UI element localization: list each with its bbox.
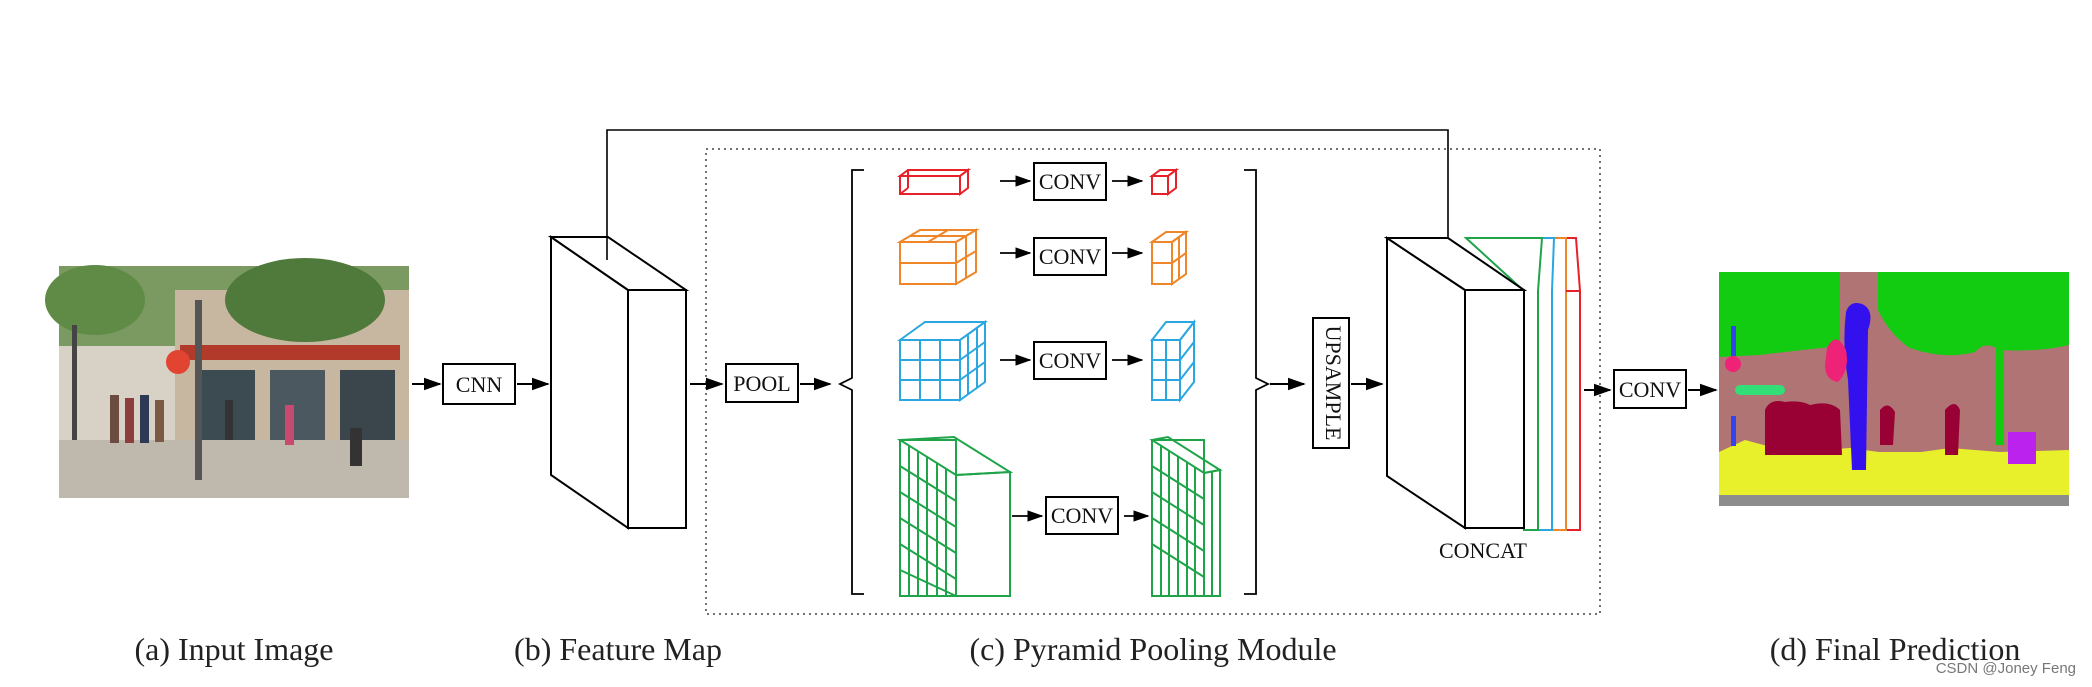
final-conv-box: CONV: [1613, 369, 1687, 409]
caption-input-image: (a) Input Image: [134, 631, 333, 667]
pool-label: POOL: [733, 371, 790, 396]
pooled-block-2x2: [896, 228, 980, 286]
reduced-block-2x2: [1148, 230, 1190, 286]
left-brace: [837, 169, 864, 595]
pooled-block-6x6: [896, 435, 1014, 597]
conv-label-1: CONV: [1039, 169, 1101, 194]
skip-connection: [606, 129, 1454, 260]
caption-final-prediction: (d) Final Prediction: [1770, 631, 2021, 667]
conv-label-3: CONV: [1039, 348, 1101, 373]
pool-box: POOL: [725, 363, 799, 403]
input-image: [45, 258, 409, 498]
concat-block: CONCAT: [1383, 236, 1581, 563]
concat-label: CONCAT: [1439, 538, 1528, 563]
feature-map: [547, 235, 690, 530]
upsample-label: UPSAMPLE: [1321, 326, 1346, 441]
conv-label-4: CONV: [1051, 503, 1113, 528]
upsample-box: UPSAMPLE: [1312, 317, 1350, 449]
cnn-box: CNN: [442, 363, 516, 405]
cnn-label: CNN: [456, 372, 503, 397]
final-conv-label: CONV: [1619, 377, 1681, 402]
reduced-block-3x3: [1149, 319, 1197, 403]
right-brace: [1244, 169, 1271, 595]
conv-box-2: CONV: [1033, 237, 1107, 276]
caption-feature-map: (b) Feature Map: [514, 631, 722, 667]
conv-box-1: CONV: [1033, 162, 1107, 201]
reduced-block-1x1: [1149, 168, 1179, 196]
conv-box-3: CONV: [1033, 341, 1107, 380]
conv-box-4: CONV: [1045, 496, 1119, 535]
watermark: CSDN @Joney Feng: [1936, 660, 2076, 677]
final-prediction-map: [1719, 272, 2069, 506]
reduced-block-6x6: [1149, 435, 1223, 597]
caption-pyramid-pooling: (c) Pyramid Pooling Module: [969, 631, 1336, 667]
pooled-block-1x1: [897, 168, 971, 196]
pooled-block-3x3: [896, 320, 989, 402]
conv-label-2: CONV: [1039, 244, 1101, 269]
